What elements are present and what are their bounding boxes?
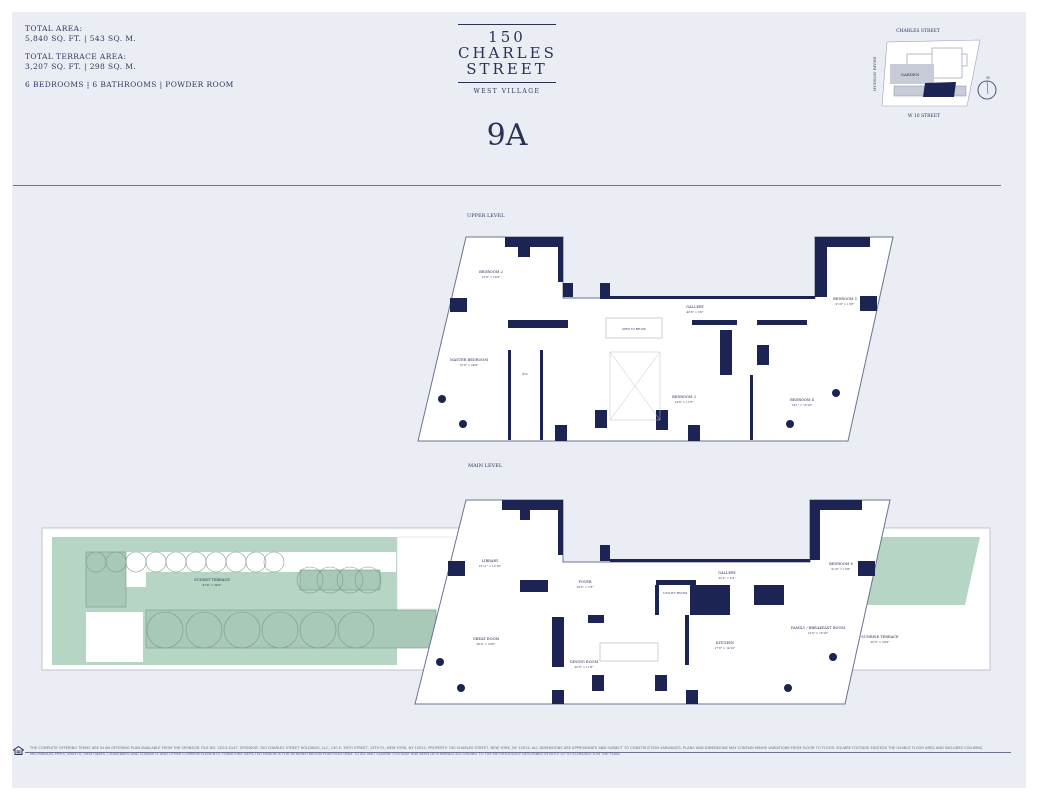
room-label: FOYER [578, 580, 591, 584]
room-counts: 6 BEDROOMS | 6 BATHROOMS | POWDER ROOM [25, 80, 234, 89]
room-label: BEDROOM 4 [790, 398, 815, 402]
room-label: KITCHEN [716, 641, 734, 645]
room-dims: 15'9" × 24'8" [460, 363, 480, 367]
room-dims: 20'5" × 11'8" [575, 665, 595, 669]
unit-location-marker [923, 82, 956, 97]
room-label: UTILITY ROOM [663, 591, 687, 595]
unit-specs: TOTAL AREA: 5,840 SQ. FT. | 543 SQ. M. T… [25, 24, 234, 98]
garden-label: GARDEN [901, 72, 920, 77]
logo-subtitle: WEST VILLAGE [473, 88, 541, 95]
west-label: HUDSON RIVER [872, 56, 877, 91]
legal-disclaimer: THE COMPLETE OFFERING TERMS ARE IN AN OF… [30, 746, 984, 756]
north-street-label: CHARLES STREET [896, 28, 940, 34]
room-label: SUNSET TERRACE [194, 578, 230, 582]
terrace-area-label: TOTAL TERRACE AREA: [25, 52, 127, 61]
room-dims: 81'4" × 34'9" [203, 583, 223, 587]
room-label: BEDROOM 2 [479, 270, 503, 274]
room-dims: 40'0" × 3'0" [686, 310, 704, 314]
building-logo: 150 CHARLES STREET WEST VILLAGE [458, 24, 556, 95]
room-dims: 13'0" × 16'10" [808, 631, 829, 635]
room-dims: 9'10" × 13'8" [836, 302, 856, 306]
south-street-label: W 10 STREET [908, 113, 940, 119]
logo-line: 150 [488, 28, 526, 46]
room-label: LIBRARY [482, 559, 499, 563]
terrace-area-value: 3,207 SQ. FT. | 298 SQ. M. [25, 62, 137, 71]
room-label: SUNRISE TERRACE [861, 635, 899, 639]
divider [13, 185, 1001, 186]
room-dims: 14'8" × 11'6" [675, 400, 695, 404]
room-label: GALLERY [718, 571, 736, 575]
room-dims: 12'11" × 12'10" [479, 564, 502, 568]
upper-level-plan: UPPER LEVEL BEDROOM 2 12'0" × 14'0" MAST… [417, 213, 894, 442]
room-dims: 12'0" × 14'0" [482, 275, 502, 279]
main-level-plan: MAIN LEVEL SUNSET TERRACE 81'4" × 34'9" … [41, 463, 991, 705]
room-dims: 17'8" × 14'10" [715, 646, 736, 650]
north-label: N [986, 75, 990, 80]
room-dims: 20'4" × 23'6" [477, 642, 497, 646]
equal-housing-icon [13, 746, 24, 755]
room-dims: 14'1" × 16'10" [792, 403, 813, 407]
key-plan: CHARLES STREET GARDEN HUDSON RIVER W 10 … [872, 28, 997, 119]
divider [25, 752, 1011, 753]
room-label: BEDROOM 5 [833, 297, 858, 301]
room-label: FAMILY / BREAKFAST ROOM [791, 626, 846, 630]
room-label: W/C [522, 372, 528, 376]
room-label: BEDROOM 6 [829, 562, 854, 566]
unit-number: 9A [486, 118, 528, 153]
logo-line: CHARLES [458, 44, 557, 62]
room-dims: 32'2" × 4'2" [718, 576, 736, 580]
room-label: MASTER BEDROOM [450, 358, 488, 362]
room-label: OPEN TO BELOW [622, 327, 646, 331]
room-label: DINING ROOM [570, 660, 599, 664]
total-area-label: TOTAL AREA: [25, 24, 83, 33]
room-label: GALLERY [686, 305, 704, 309]
room-dims: 20'3" × 26'9" [871, 640, 891, 644]
logo-line: STREET [466, 60, 548, 78]
room-dims: 9'10" × 13'8" [832, 567, 852, 571]
room-dims: 18'3" × 7'8" [576, 585, 594, 589]
room-label: BEDROOM 3 [672, 395, 697, 399]
total-area-value: 5,840 SQ. FT. | 543 SQ. M. [25, 34, 137, 43]
room-label: GREAT ROOM [473, 637, 500, 641]
upper-level-title: UPPER LEVEL [467, 213, 505, 219]
main-level-title: MAIN LEVEL [468, 463, 503, 469]
